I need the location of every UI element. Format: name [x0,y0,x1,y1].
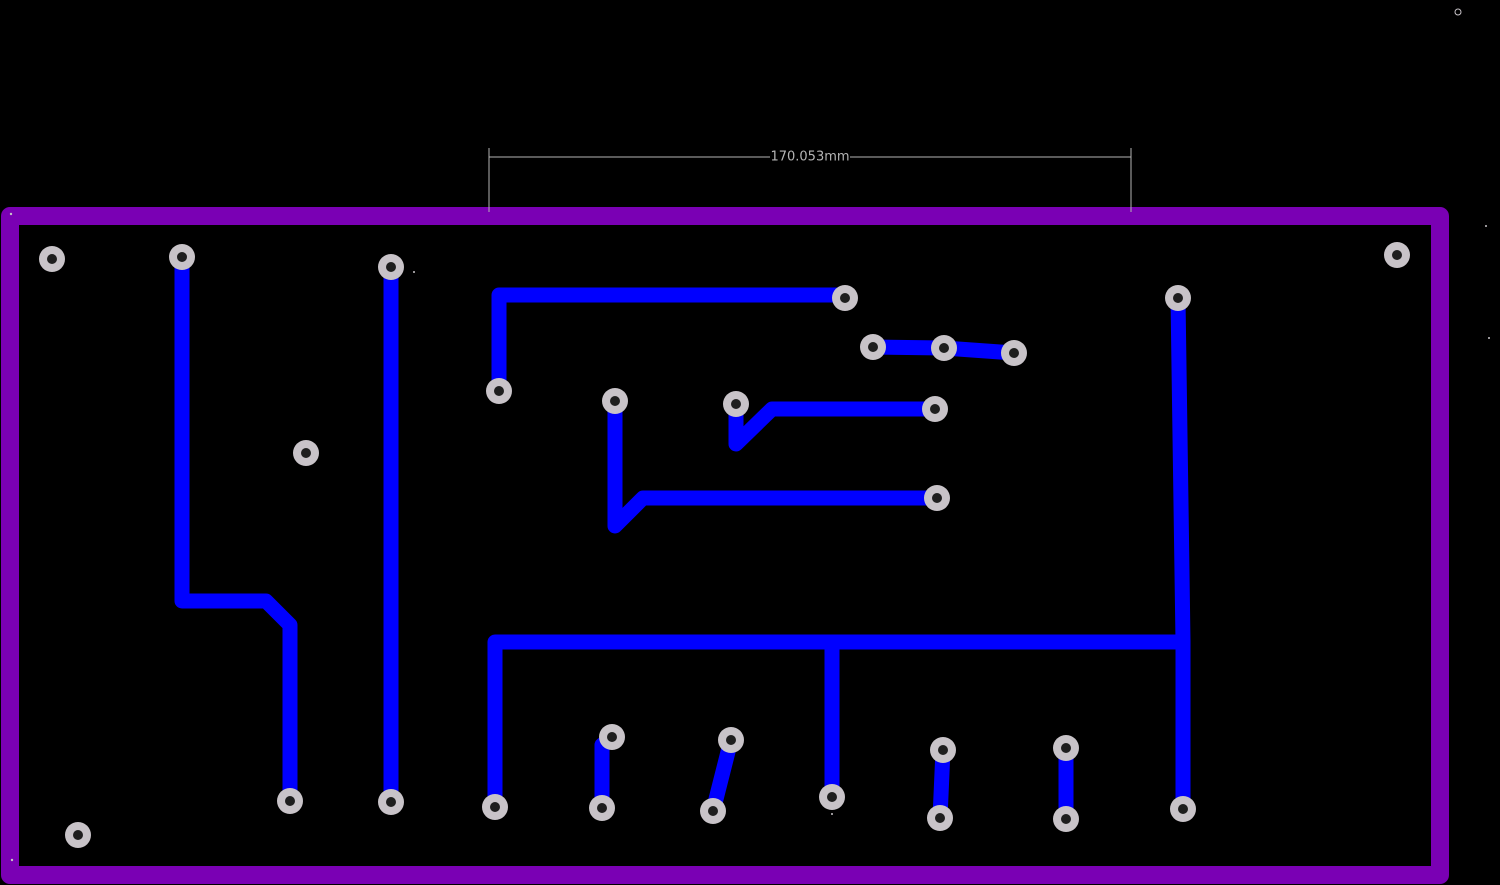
pad [378,254,404,280]
pad [599,724,625,750]
pad [39,246,65,272]
pad [1001,340,1027,366]
pad [169,244,195,270]
pad [293,440,319,466]
pad [378,789,404,815]
pad [486,378,512,404]
pad [1384,242,1410,268]
trace [607,393,945,534]
pad [723,391,749,417]
pad [700,798,726,824]
marker-dot [413,271,415,273]
pad [819,784,845,810]
pad [718,727,744,753]
trace [174,249,298,809]
dimension-marker [488,148,1132,212]
dimension-label: 170.053mm [770,150,849,165]
pad [602,388,628,414]
origin-marker [1454,8,1462,16]
pad [927,805,953,831]
pad [65,822,91,848]
pad [1165,285,1191,311]
marker-dot [10,858,14,862]
board-outline [1,207,1449,884]
pad [930,737,956,763]
pad [1053,806,1079,832]
marker-dot [1488,337,1490,339]
pad [924,485,950,511]
pad [1053,735,1079,761]
pad [1170,796,1196,822]
trace [491,287,853,398]
trace [1170,290,1191,650]
pad-layer [39,242,1410,848]
marker-dot [9,212,13,216]
pad [482,794,508,820]
trace [728,396,943,452]
trace-layer [174,249,1191,827]
marker-dot [1485,225,1487,227]
pad [860,334,886,360]
pad [922,396,948,422]
marker-dot [831,813,833,815]
pad [931,335,957,361]
pad [832,285,858,311]
pad [589,795,615,821]
pad [277,788,303,814]
